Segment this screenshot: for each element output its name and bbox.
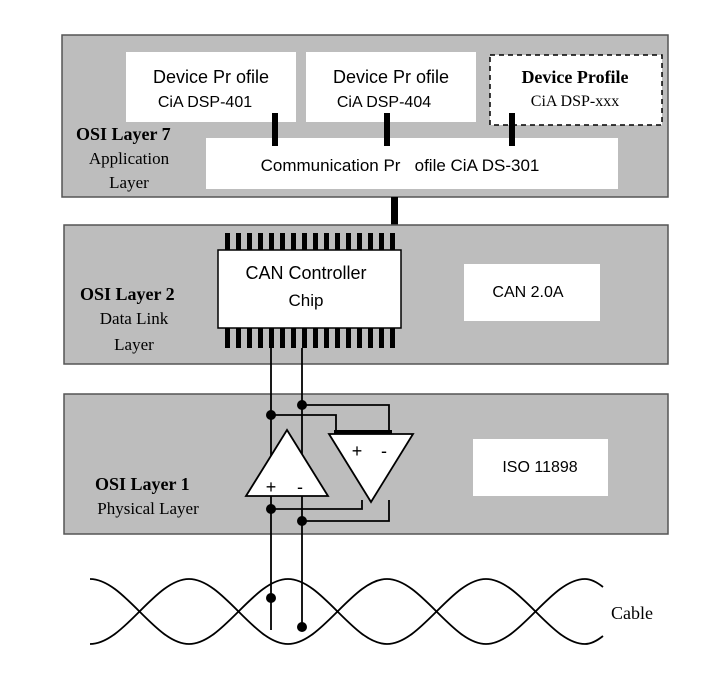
layer1-title: OSI Layer 1 xyxy=(95,474,190,494)
iso-standard-label: ISO 11898 xyxy=(502,459,577,476)
receive-amplifier-icon xyxy=(327,433,415,504)
device-profile-404-code: CiA DSP-404 xyxy=(337,94,431,111)
layer7-subtitle-line1: Application xyxy=(89,149,170,168)
receive-amplifier-plus: + xyxy=(352,441,363,461)
wire-junction-dots xyxy=(266,400,307,632)
can-standard-box xyxy=(464,264,600,321)
can-standard-label: CAN 2.0A xyxy=(492,284,563,301)
layer2-title: OSI Layer 2 xyxy=(80,284,175,304)
device-profile-401-title: Device Pr ofile xyxy=(153,67,269,87)
layer2-subtitle-line1: Data Link xyxy=(100,309,169,328)
chip-bottom-pins xyxy=(225,328,395,348)
device-profile-401-box xyxy=(126,52,296,122)
transmit-amplifier-minus: - xyxy=(297,477,303,497)
layer1-subtitle: Physical Layer xyxy=(97,499,199,518)
layer7-subtitle-line2: Layer xyxy=(109,173,149,192)
device-profile-xxx-title: Device Profile xyxy=(521,67,628,87)
chip-label: Chip xyxy=(289,291,324,310)
device-profile-404-box xyxy=(306,52,476,122)
device-profile-401-code: CiA DSP-401 xyxy=(158,94,252,111)
twisted-pair-cable-icon xyxy=(89,578,604,645)
layer2-subtitle-line2: Layer xyxy=(114,335,154,354)
communication-profile-box xyxy=(206,138,618,189)
transmit-amplifier-plus: + xyxy=(266,477,277,497)
device-profile-xxx-box xyxy=(489,54,663,126)
connector-xxx xyxy=(509,113,515,146)
layer7-to-layer2-bus xyxy=(391,197,398,225)
connector-401 xyxy=(272,113,278,146)
receive-amplifier-minus: - xyxy=(381,441,387,461)
transmit-amplifier-icon xyxy=(244,428,330,497)
device-profile-404-title: Device Pr ofile xyxy=(333,67,449,87)
communication-profile-label: Communication Pr ofile CiA DS-301 xyxy=(261,156,540,175)
can-controller-label: CAN Controller xyxy=(245,263,366,283)
cable-label: Cable xyxy=(611,603,653,623)
iso-standard-box xyxy=(473,439,608,496)
can-controller-chip xyxy=(217,249,402,329)
transceiver-top-bar xyxy=(334,430,392,434)
device-profile-xxx-code: CiA DSP-xxx xyxy=(531,93,619,110)
connector-404 xyxy=(384,113,390,146)
layer7-title: OSI Layer 7 xyxy=(76,124,171,144)
chip-top-pins xyxy=(225,233,395,251)
